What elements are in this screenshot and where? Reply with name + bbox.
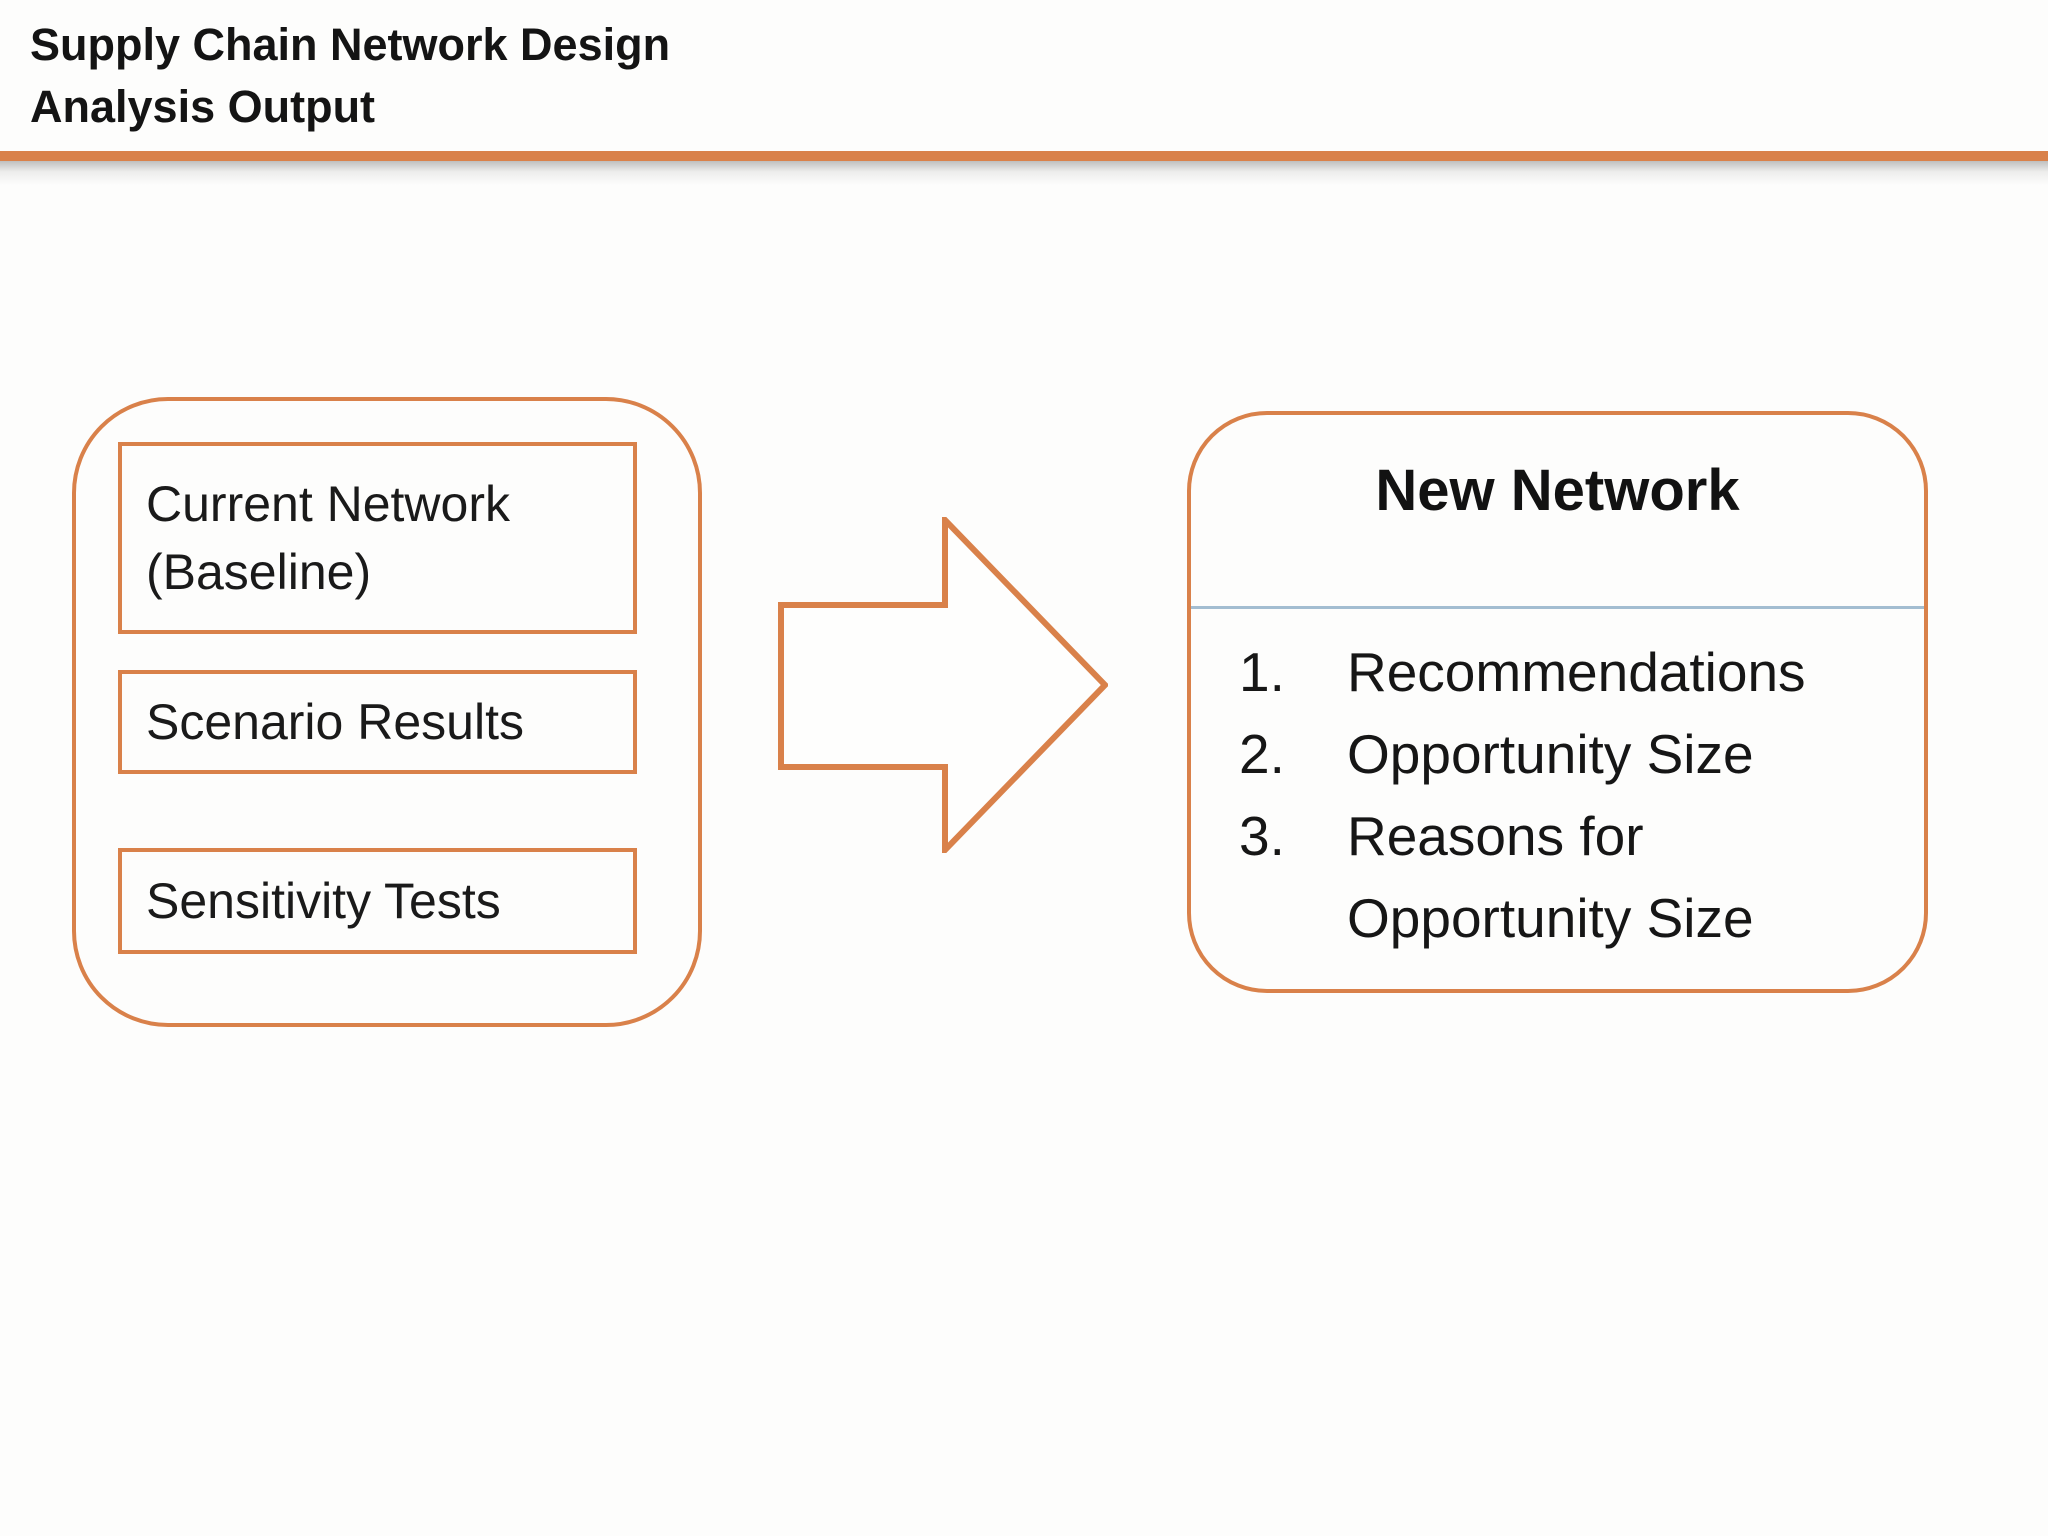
page-title-line1: Supply Chain Network Design bbox=[30, 19, 671, 70]
list-item-text: Reasons for Opportunity Size bbox=[1347, 805, 1754, 949]
title-underline-shadow bbox=[0, 161, 2048, 185]
list-item-text: Recommendations bbox=[1347, 641, 1806, 703]
scenario-results-label: Scenario Results bbox=[146, 694, 524, 750]
title-underline-rule bbox=[0, 151, 2048, 161]
inputs-group-panel: Current Network (Baseline) Scenario Resu… bbox=[72, 397, 702, 1027]
sensitivity-tests-label: Sensitivity Tests bbox=[146, 873, 501, 929]
new-network-list: 1. Recommendations 2. Opportunity Size 3… bbox=[1239, 631, 1879, 959]
list-item-number: 2. bbox=[1239, 723, 1285, 785]
scenario-results-box: Scenario Results bbox=[118, 670, 637, 774]
page-title: Supply Chain Network Design Analysis Out… bbox=[30, 14, 670, 138]
list-item-number: 3. bbox=[1239, 805, 1285, 867]
right-block-arrow-icon bbox=[778, 517, 1108, 853]
sensitivity-tests-box: Sensitivity Tests bbox=[118, 848, 637, 954]
list-item: 3. Reasons for Opportunity Size bbox=[1239, 795, 1879, 959]
list-item-number: 1. bbox=[1239, 641, 1285, 703]
list-item: 2. Opportunity Size bbox=[1239, 713, 1879, 795]
list-item: 1. Recommendations bbox=[1239, 631, 1879, 713]
panel-separator-line bbox=[1191, 606, 1924, 609]
current-network-box: Current Network (Baseline) bbox=[118, 442, 637, 634]
new-network-panel: New Network 1. Recommendations 2. Opport… bbox=[1187, 411, 1928, 993]
list-item-text: Opportunity Size bbox=[1347, 723, 1754, 785]
current-network-label: Current Network (Baseline) bbox=[146, 476, 510, 600]
new-network-title: New Network bbox=[1375, 458, 1740, 523]
page-title-line2: Analysis Output bbox=[30, 81, 376, 132]
